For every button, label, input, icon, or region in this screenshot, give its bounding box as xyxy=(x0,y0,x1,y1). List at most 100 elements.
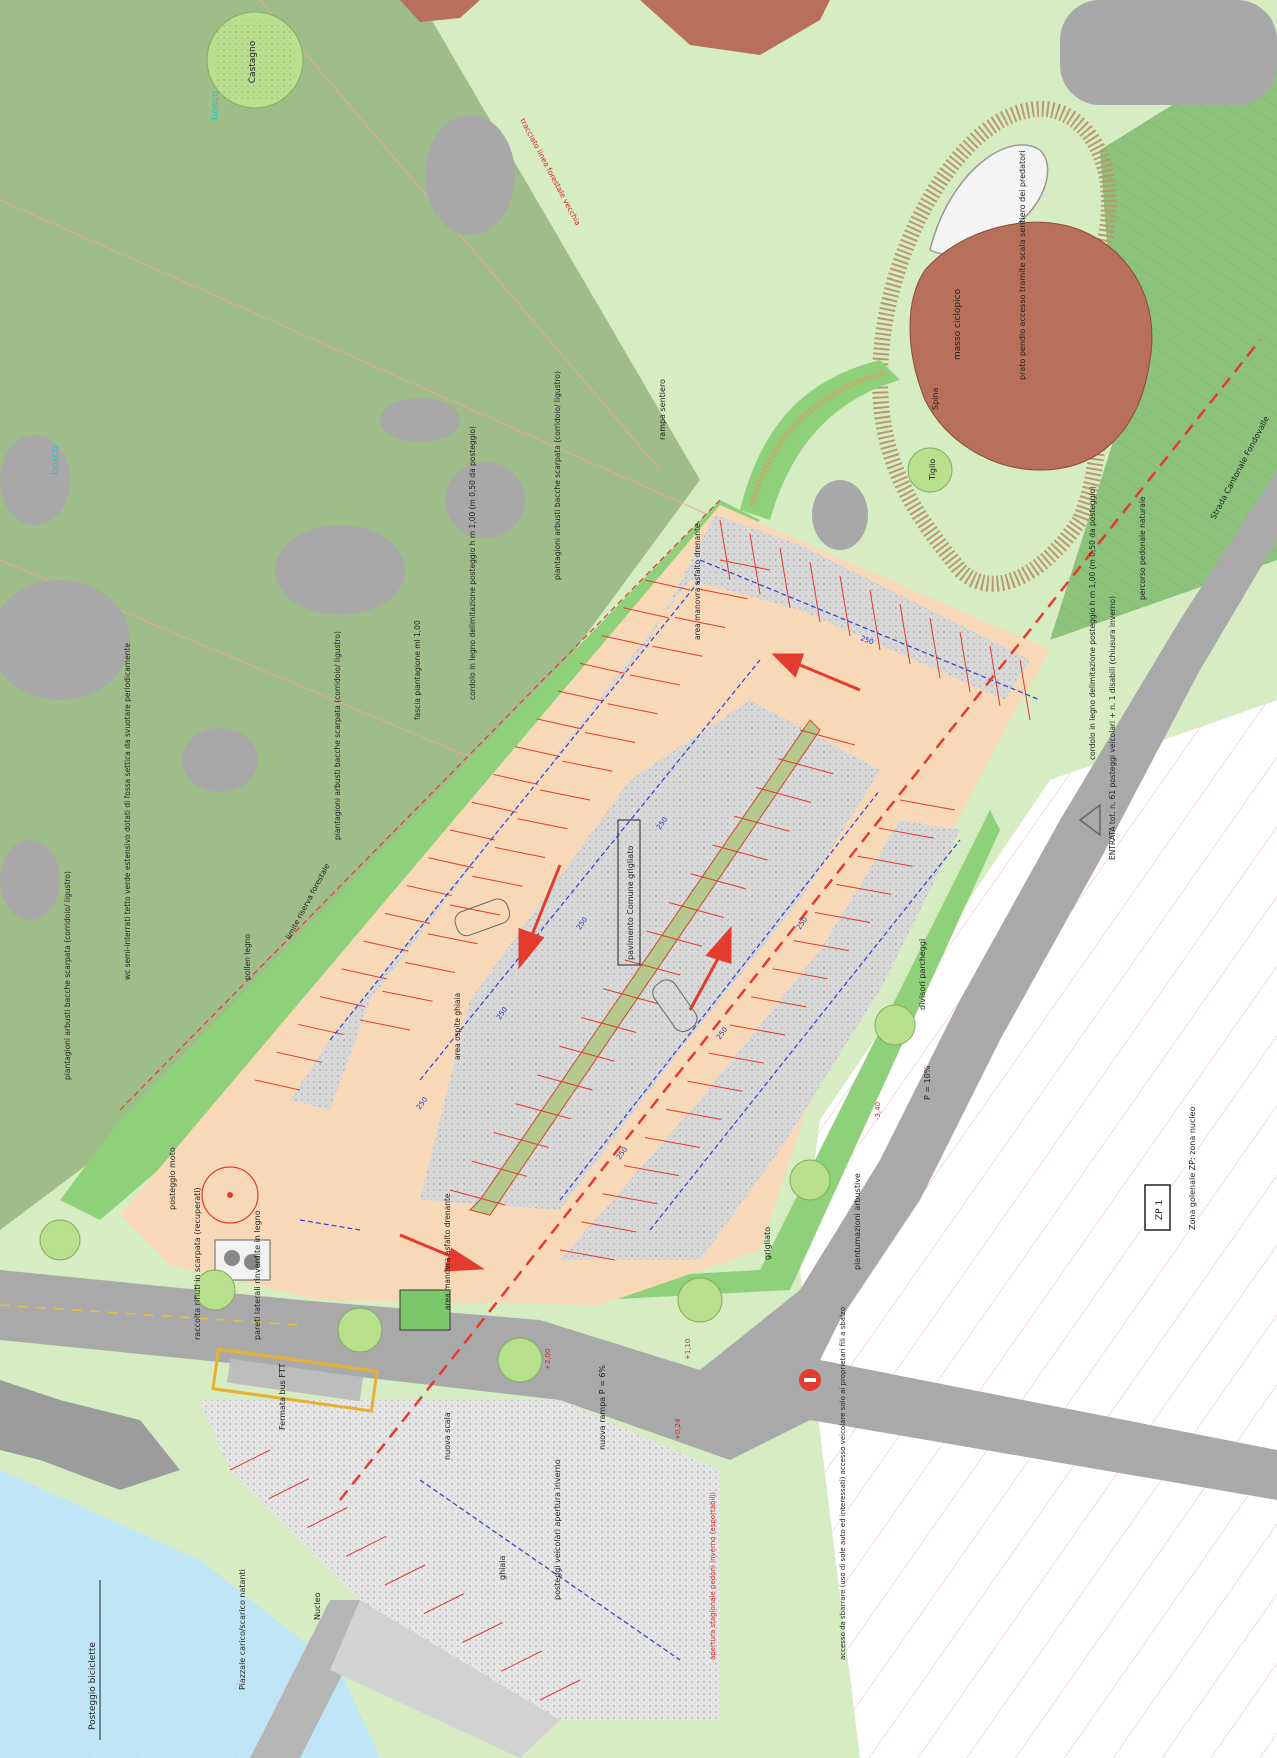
stall-line xyxy=(989,645,1001,707)
road-centerline xyxy=(0,1304,301,1326)
barrier-bar xyxy=(804,1378,816,1382)
stall-line xyxy=(341,968,387,980)
stall-line xyxy=(471,1160,528,1177)
stall-line xyxy=(652,645,703,657)
cadastral-line xyxy=(259,0,661,471)
boulder xyxy=(182,728,258,792)
tree-texture xyxy=(215,20,295,100)
entrance-arrow-icon xyxy=(1078,803,1101,837)
stall-line xyxy=(307,1507,348,1528)
stall-line xyxy=(229,1449,271,1471)
boulder xyxy=(275,525,405,615)
plantings-left: piantagioni arbusti bacche scarpata (cor… xyxy=(63,871,72,1080)
stall-line xyxy=(558,690,604,702)
stall-line xyxy=(772,968,828,980)
stall-line xyxy=(346,1535,387,1557)
stall-line xyxy=(690,873,746,890)
stall-line xyxy=(428,857,474,869)
stall-line xyxy=(697,588,748,600)
rampa-sentiero-label: rampa sentiero xyxy=(658,379,667,440)
bike-parking-label: Posteggio biciclette xyxy=(88,1642,98,1730)
bus-stop[interactable] xyxy=(211,1347,379,1413)
traffic-arrows xyxy=(399,653,861,1272)
lake-rocks xyxy=(0,1380,180,1490)
boulder xyxy=(0,580,130,700)
stall-line xyxy=(799,729,856,746)
stall-line xyxy=(517,818,568,830)
stall-line xyxy=(276,1051,322,1063)
stall-line xyxy=(777,758,834,775)
limit-line xyxy=(119,499,721,1111)
elevation: -3,40 xyxy=(874,1102,882,1120)
stall-line xyxy=(869,589,881,651)
grigliato-label: grigliato xyxy=(763,1227,772,1260)
rock-top xyxy=(640,0,830,55)
stall-line xyxy=(501,1650,542,1672)
stall-line xyxy=(836,883,892,895)
castagno-label: Castagno xyxy=(248,40,258,83)
stall-line xyxy=(581,1221,637,1233)
stall-line xyxy=(878,827,934,839)
boulder xyxy=(1060,0,1277,105)
waste-label: raccolta rifiuti in scarpata (recuperati… xyxy=(193,1187,202,1340)
waste-bin-icon xyxy=(224,1250,240,1266)
stall-line xyxy=(809,561,821,623)
stall-line xyxy=(749,533,761,595)
stall-line xyxy=(359,1019,411,1031)
zone-code: ZP 1 xyxy=(1155,1200,1165,1220)
stall-line xyxy=(602,1193,658,1205)
ramp-trail-texture xyxy=(749,369,886,506)
area-drain-left: area manovra asfalto drenante xyxy=(443,1193,452,1310)
stall-line xyxy=(539,789,591,801)
divisori-label: divisori parcheggi xyxy=(918,939,927,1010)
stall-line xyxy=(363,940,409,952)
stall-line xyxy=(493,1132,549,1148)
plantings-top: piantagioni arbusti bacche scarpata (cor… xyxy=(553,371,562,580)
entrance-label: ENTRATA tot. n. 61 posteggi veicolari + … xyxy=(1108,596,1117,860)
stairs-label: nuova scala xyxy=(443,1412,452,1460)
slope-label: P = 10% xyxy=(923,1065,932,1100)
wc-label: wc semi-interrati tetto verde estensivo … xyxy=(123,643,132,980)
central-green-strip xyxy=(469,719,821,1216)
forest-tag-1: bosco xyxy=(210,91,221,120)
percorso-label: percorso pedonale naturale xyxy=(1138,496,1147,600)
stall-line xyxy=(623,607,669,619)
boulder xyxy=(425,115,515,235)
rock-text: prato pendio accesso tramite scala senti… xyxy=(1018,150,1027,380)
fascia-label: fascia piantagione ml 1,00 xyxy=(413,620,422,720)
stall-line xyxy=(719,519,731,581)
stall-line xyxy=(756,787,812,803)
dimension-lines xyxy=(299,559,1041,1661)
car-outline xyxy=(652,979,698,1032)
stall-line xyxy=(734,815,790,832)
stall-line xyxy=(646,930,703,947)
stall-line xyxy=(857,855,913,867)
car-outline xyxy=(454,898,511,937)
boulder xyxy=(812,480,868,550)
stall-line xyxy=(629,674,681,686)
stall-line xyxy=(1019,659,1031,721)
ramp-label: nuova rampa P = 6% xyxy=(598,1365,607,1450)
stall-line xyxy=(449,829,496,841)
cadastral-line xyxy=(0,199,721,521)
pollen-label: pollen legno xyxy=(243,934,252,980)
wood-curb-top: cordolo in legno delimitazione posteggio… xyxy=(468,426,477,700)
parking-stall-lines xyxy=(229,519,1031,1701)
stall-line xyxy=(668,902,724,918)
elevation: +1,10 xyxy=(684,1339,692,1360)
stall-line xyxy=(623,1165,679,1177)
stall-line xyxy=(814,912,871,923)
stall-line xyxy=(708,1052,764,1064)
lateral-walls-label: pareti laterali rinverdite in legno xyxy=(253,1210,262,1340)
stall-line xyxy=(644,579,691,591)
moto-center xyxy=(227,1192,233,1198)
stall-line xyxy=(406,885,452,897)
stall-line xyxy=(602,988,659,1005)
plantings-mid: piantagioni arbusti bacche scarpata (cor… xyxy=(333,631,342,840)
stall-line xyxy=(793,940,849,952)
stall-line xyxy=(515,1103,571,1120)
ghiaia-bottom-label: ghiaia xyxy=(498,1556,507,1580)
wood-curb-right: cordolo in legno delimitazione posteggio… xyxy=(1088,486,1097,760)
ramp-trail xyxy=(740,360,900,520)
